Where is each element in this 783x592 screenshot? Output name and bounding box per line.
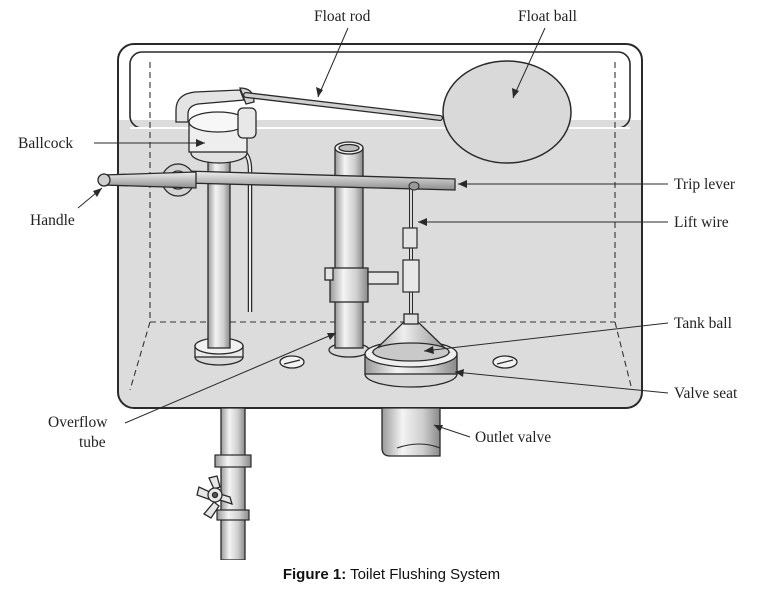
leader-arrowheads bbox=[93, 87, 519, 432]
tank-ball bbox=[371, 313, 451, 362]
label-float-rod: Float rod bbox=[314, 8, 371, 25]
float-ball bbox=[442, 60, 572, 164]
toilet-tank-diagram: Float rod Float ball Ballcock Handle Tri… bbox=[18, 8, 738, 560]
tank-hidden-edges bbox=[129, 62, 633, 391]
float-rod bbox=[243, 92, 443, 121]
label-valve-seat: Valve seat bbox=[674, 385, 738, 402]
label-lift-wire: Lift wire bbox=[674, 214, 729, 231]
label-float-ball: Float ball bbox=[518, 8, 577, 25]
caption-text: Toilet Flushing System bbox=[346, 566, 501, 583]
label-outlet-valve: Outlet valve bbox=[475, 429, 551, 446]
label-ballcock: Ballcock bbox=[18, 135, 73, 152]
label-overflow-tube-line2: tube bbox=[79, 434, 106, 451]
tank-outer-wall bbox=[117, 43, 643, 409]
label-handle: Handle bbox=[30, 212, 75, 229]
label-overflow-tube-line1: Overflow bbox=[48, 414, 108, 431]
handle bbox=[97, 163, 197, 197]
leader-lines bbox=[77, 27, 669, 438]
floor-bolt bbox=[492, 355, 518, 369]
caption-prefix: Figure 1: bbox=[282, 566, 347, 583]
figure-caption: Figure 1: Toilet Flushing System bbox=[0, 566, 783, 583]
shutoff-valve-handle bbox=[196, 475, 233, 519]
supply-pipe bbox=[214, 407, 252, 560]
label-trip-lever: Trip lever bbox=[674, 176, 736, 193]
lift-wire bbox=[402, 186, 420, 330]
label-tank-ball: Tank ball bbox=[674, 315, 732, 332]
outlet-pipe bbox=[381, 407, 441, 457]
floor-bolt bbox=[279, 355, 305, 369]
